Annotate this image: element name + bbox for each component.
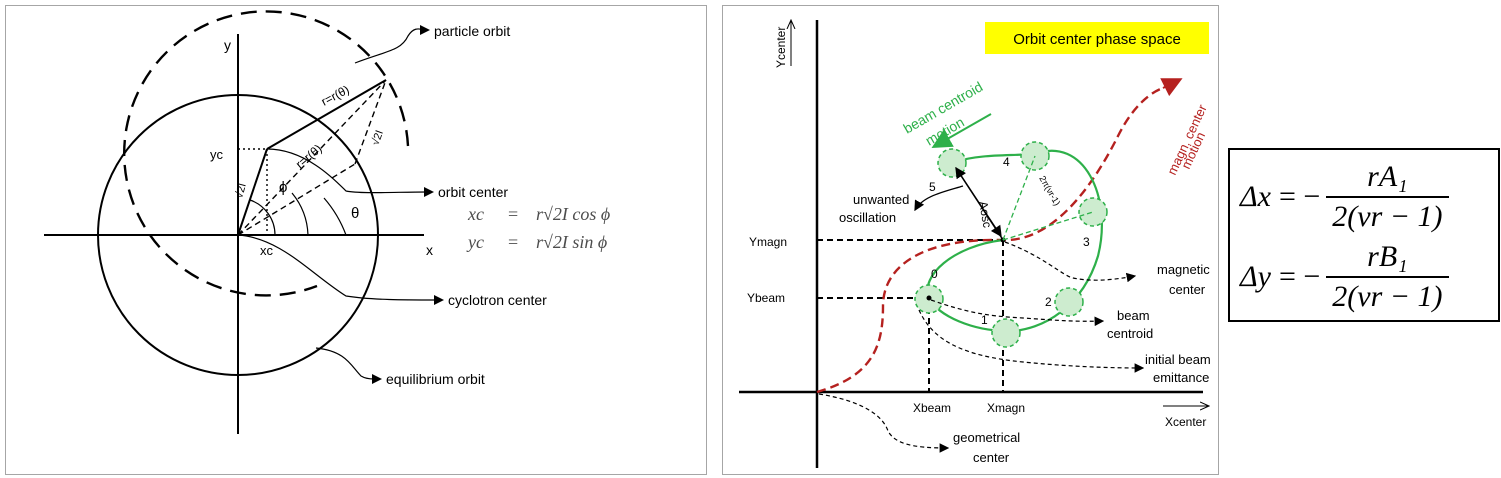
phase-space-title: Orbit center phase space bbox=[1013, 31, 1181, 48]
geometrical-center-label-2: center bbox=[973, 450, 1010, 465]
radius-vector-upper bbox=[266, 79, 387, 150]
x-beam-label: Xbeam bbox=[913, 401, 951, 415]
unwanted-oscillation-pointer bbox=[914, 185, 964, 212]
theta-label: θ bbox=[351, 205, 359, 222]
beam-centroid-orbit bbox=[926, 149, 1103, 333]
phi-label: ϕ bbox=[279, 179, 287, 196]
radius-dashed-lower bbox=[237, 163, 356, 236]
sqrt2i-vector bbox=[237, 148, 268, 236]
right-diagram-panel: Orbit center phase space bbox=[722, 5, 1219, 475]
turn-number-0: 0 bbox=[931, 267, 938, 281]
delta-x-formula: Δx = − rA₁ 2(νr − 1) bbox=[1240, 160, 1449, 234]
turn-number-2: 2 bbox=[1045, 295, 1052, 309]
emittance-2 bbox=[1054, 287, 1084, 317]
y-beam-label: Ybeam bbox=[747, 291, 785, 305]
sqrt2i-left-label: √2I bbox=[233, 182, 249, 200]
phi-angle-arc bbox=[249, 199, 276, 236]
xc-eq-equals: = bbox=[508, 204, 518, 224]
phase-line-4 bbox=[1002, 155, 1036, 241]
turn-number-3: 3 bbox=[1083, 235, 1090, 249]
initial-emittance-pointer bbox=[918, 309, 1145, 373]
particle-orbit-label: particle orbit bbox=[434, 23, 510, 39]
delta-y-formula: Δy = − rB₁ 2(νr − 1) bbox=[1240, 240, 1449, 314]
left-diagram-panel: y x particle orbit orbit center cyclotro… bbox=[5, 5, 707, 475]
r-upper-label: r=r(θ) bbox=[319, 82, 352, 108]
two-pi-label: 2π(νr-1) bbox=[1037, 174, 1062, 207]
equilibrium-orbit-pointer bbox=[315, 347, 375, 380]
beam-centroid-motion-arrow bbox=[931, 113, 992, 148]
orbit-center-label: orbit center bbox=[438, 184, 508, 200]
particle-orbit-circle bbox=[123, 10, 410, 297]
emittance-1 bbox=[991, 318, 1021, 348]
magnetic-center-arrowhead bbox=[1160, 78, 1183, 97]
orbit-center-pointer bbox=[266, 148, 427, 194]
x-center-label: Xcenter bbox=[1165, 415, 1206, 429]
sqrt2i-right-label: √2I bbox=[370, 129, 386, 147]
formula-box: Δx = − rA₁ 2(νr − 1) Δy = − rB₁ 2(νr − 1… bbox=[1228, 148, 1500, 322]
turn-number-1: 1 bbox=[981, 313, 988, 327]
theta-angle-arc bbox=[323, 197, 347, 236]
initial-emittance-label-2: emittance bbox=[1153, 370, 1209, 385]
delta-x-fraction: rA₁ 2(νr − 1) bbox=[1326, 160, 1449, 234]
y-axis-label: y bbox=[224, 37, 231, 53]
magnetic-center-label-1: magnetic bbox=[1157, 262, 1210, 277]
delta-y-fraction: rB₁ 2(νr − 1) bbox=[1326, 240, 1449, 314]
delta-y-denominator: 2(νr − 1) bbox=[1326, 276, 1449, 314]
geometrical-center-label-1: geometrical bbox=[953, 430, 1020, 445]
xc-eq-rhs: r√2I cos ϕ bbox=[536, 204, 610, 224]
delta-y-numerator: rB₁ bbox=[1367, 240, 1408, 273]
delta-y-lhs: Δy bbox=[1240, 260, 1271, 293]
delta-x-equals: = − bbox=[1278, 180, 1321, 213]
emittance-3 bbox=[1078, 197, 1108, 227]
xc-eq-lhs: xc bbox=[467, 204, 484, 224]
title-background bbox=[985, 22, 1209, 54]
sqrt2i-dashed bbox=[354, 79, 387, 165]
radius-dashed-line bbox=[237, 79, 387, 236]
beam-centroid-label-1: beam bbox=[1117, 308, 1150, 323]
magnetic-center-label-2: center bbox=[1169, 282, 1206, 297]
a-osc-label: Aosc bbox=[976, 200, 994, 229]
x-axis-label: x bbox=[426, 242, 433, 258]
unwanted-label-1: unwanted bbox=[853, 192, 909, 207]
beam-centroid-pointer bbox=[930, 299, 1105, 327]
xc-label: xc bbox=[260, 243, 274, 258]
equilibrium-orbit-label: equilibrium orbit bbox=[386, 371, 485, 387]
yc-label: yc bbox=[210, 147, 224, 162]
delta-x-denominator: 2(νr − 1) bbox=[1326, 196, 1449, 234]
beam-centroid-dot bbox=[926, 295, 932, 301]
orbit-geometry-diagram: y x particle orbit orbit center cyclotro… bbox=[44, 10, 610, 434]
delta-x-lhs: Δx bbox=[1240, 180, 1271, 213]
unwanted-label-2: oscillation bbox=[839, 210, 896, 225]
beam-centroid-label-2: centroid bbox=[1107, 326, 1153, 341]
particle-orbit-pointer bbox=[354, 28, 425, 64]
r-lower-label: r=r(θ) bbox=[293, 142, 325, 172]
a-osc-arrow-down bbox=[955, 167, 1002, 238]
y-center-label: Ycenter bbox=[774, 27, 788, 68]
yc-eq-equals: = bbox=[508, 232, 518, 252]
turn-number-4: 4 bbox=[1003, 155, 1010, 169]
y-magn-label: Ymagn bbox=[749, 235, 787, 249]
equilibrium-orbit-circle bbox=[97, 94, 379, 376]
delta-x-numerator: rA₁ bbox=[1367, 160, 1408, 193]
delta-y-equals: = − bbox=[1278, 260, 1321, 293]
phase-line-3 bbox=[1002, 211, 1094, 241]
r-angle-arc bbox=[291, 192, 309, 236]
cyclotron-center-pointer bbox=[237, 234, 437, 301]
initial-emittance-label-1: initial beam bbox=[1145, 352, 1211, 367]
yc-eq-lhs: yc bbox=[466, 232, 484, 252]
magnetic-center-pointer bbox=[1004, 241, 1137, 283]
phase-space-diagram: Orbit center phase space bbox=[739, 6, 1211, 468]
x-magn-label: Xmagn bbox=[987, 401, 1025, 415]
cyclotron-center-label: cyclotron center bbox=[448, 292, 547, 308]
emittance-5 bbox=[937, 148, 967, 178]
yc-eq-rhs: r√2I sin ϕ bbox=[536, 232, 607, 252]
turn-number-5: 5 bbox=[929, 180, 936, 194]
